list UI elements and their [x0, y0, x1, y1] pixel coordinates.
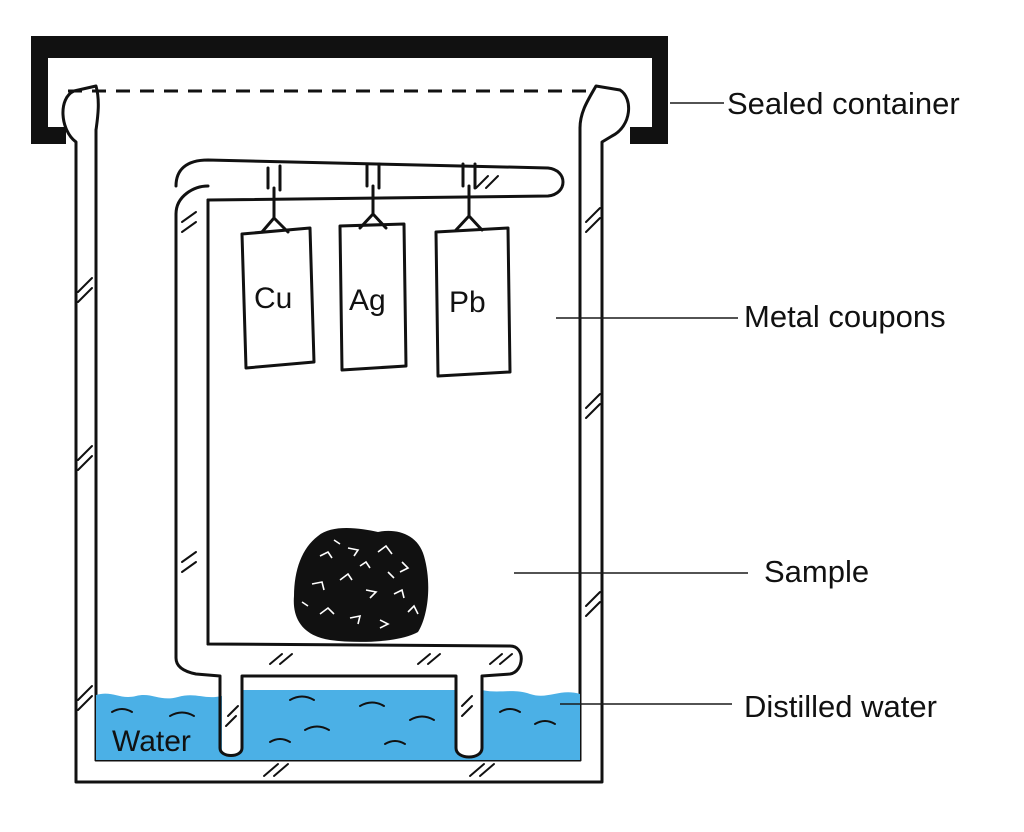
coupon-pb-plate: [434, 226, 512, 378]
coupon-pb: Pb: [434, 226, 512, 378]
coupon-ag: Ag: [338, 222, 408, 372]
water-body: [96, 690, 580, 760]
label-distilled-water: Distilled water: [744, 689, 937, 724]
coupon-hangers: [260, 162, 484, 234]
coupon-pb-label: Pb: [449, 286, 486, 319]
stand-frame: [174, 158, 565, 759]
coupon-ag-shine: [346, 228, 400, 358]
coupon-cu-plate: [240, 226, 316, 370]
water-ripples: [111, 695, 556, 745]
sample-rock-body: [293, 528, 429, 642]
coupon-ag-plate: [338, 222, 408, 372]
container-outer-wall: [61, 84, 631, 784]
sample-rock: [293, 528, 429, 642]
label-sample: Sample: [764, 554, 869, 589]
label-metal-coupons: Metal coupons: [744, 299, 946, 334]
container-lid: [31, 36, 668, 144]
coupon-ag-label: Ag: [349, 284, 386, 317]
stand-hatching: [77, 175, 601, 777]
label-sealed-container: Sealed container: [727, 86, 960, 121]
coupon-cu-shine: [250, 234, 306, 358]
coupon-cu-label: Cu: [254, 282, 292, 315]
coupon-pb-shine: [444, 232, 502, 366]
water-label: Water: [112, 725, 191, 758]
coupon-cu: Cu: [240, 226, 316, 370]
container-inner-wall: [94, 126, 582, 762]
sample-texture: [301, 539, 419, 629]
